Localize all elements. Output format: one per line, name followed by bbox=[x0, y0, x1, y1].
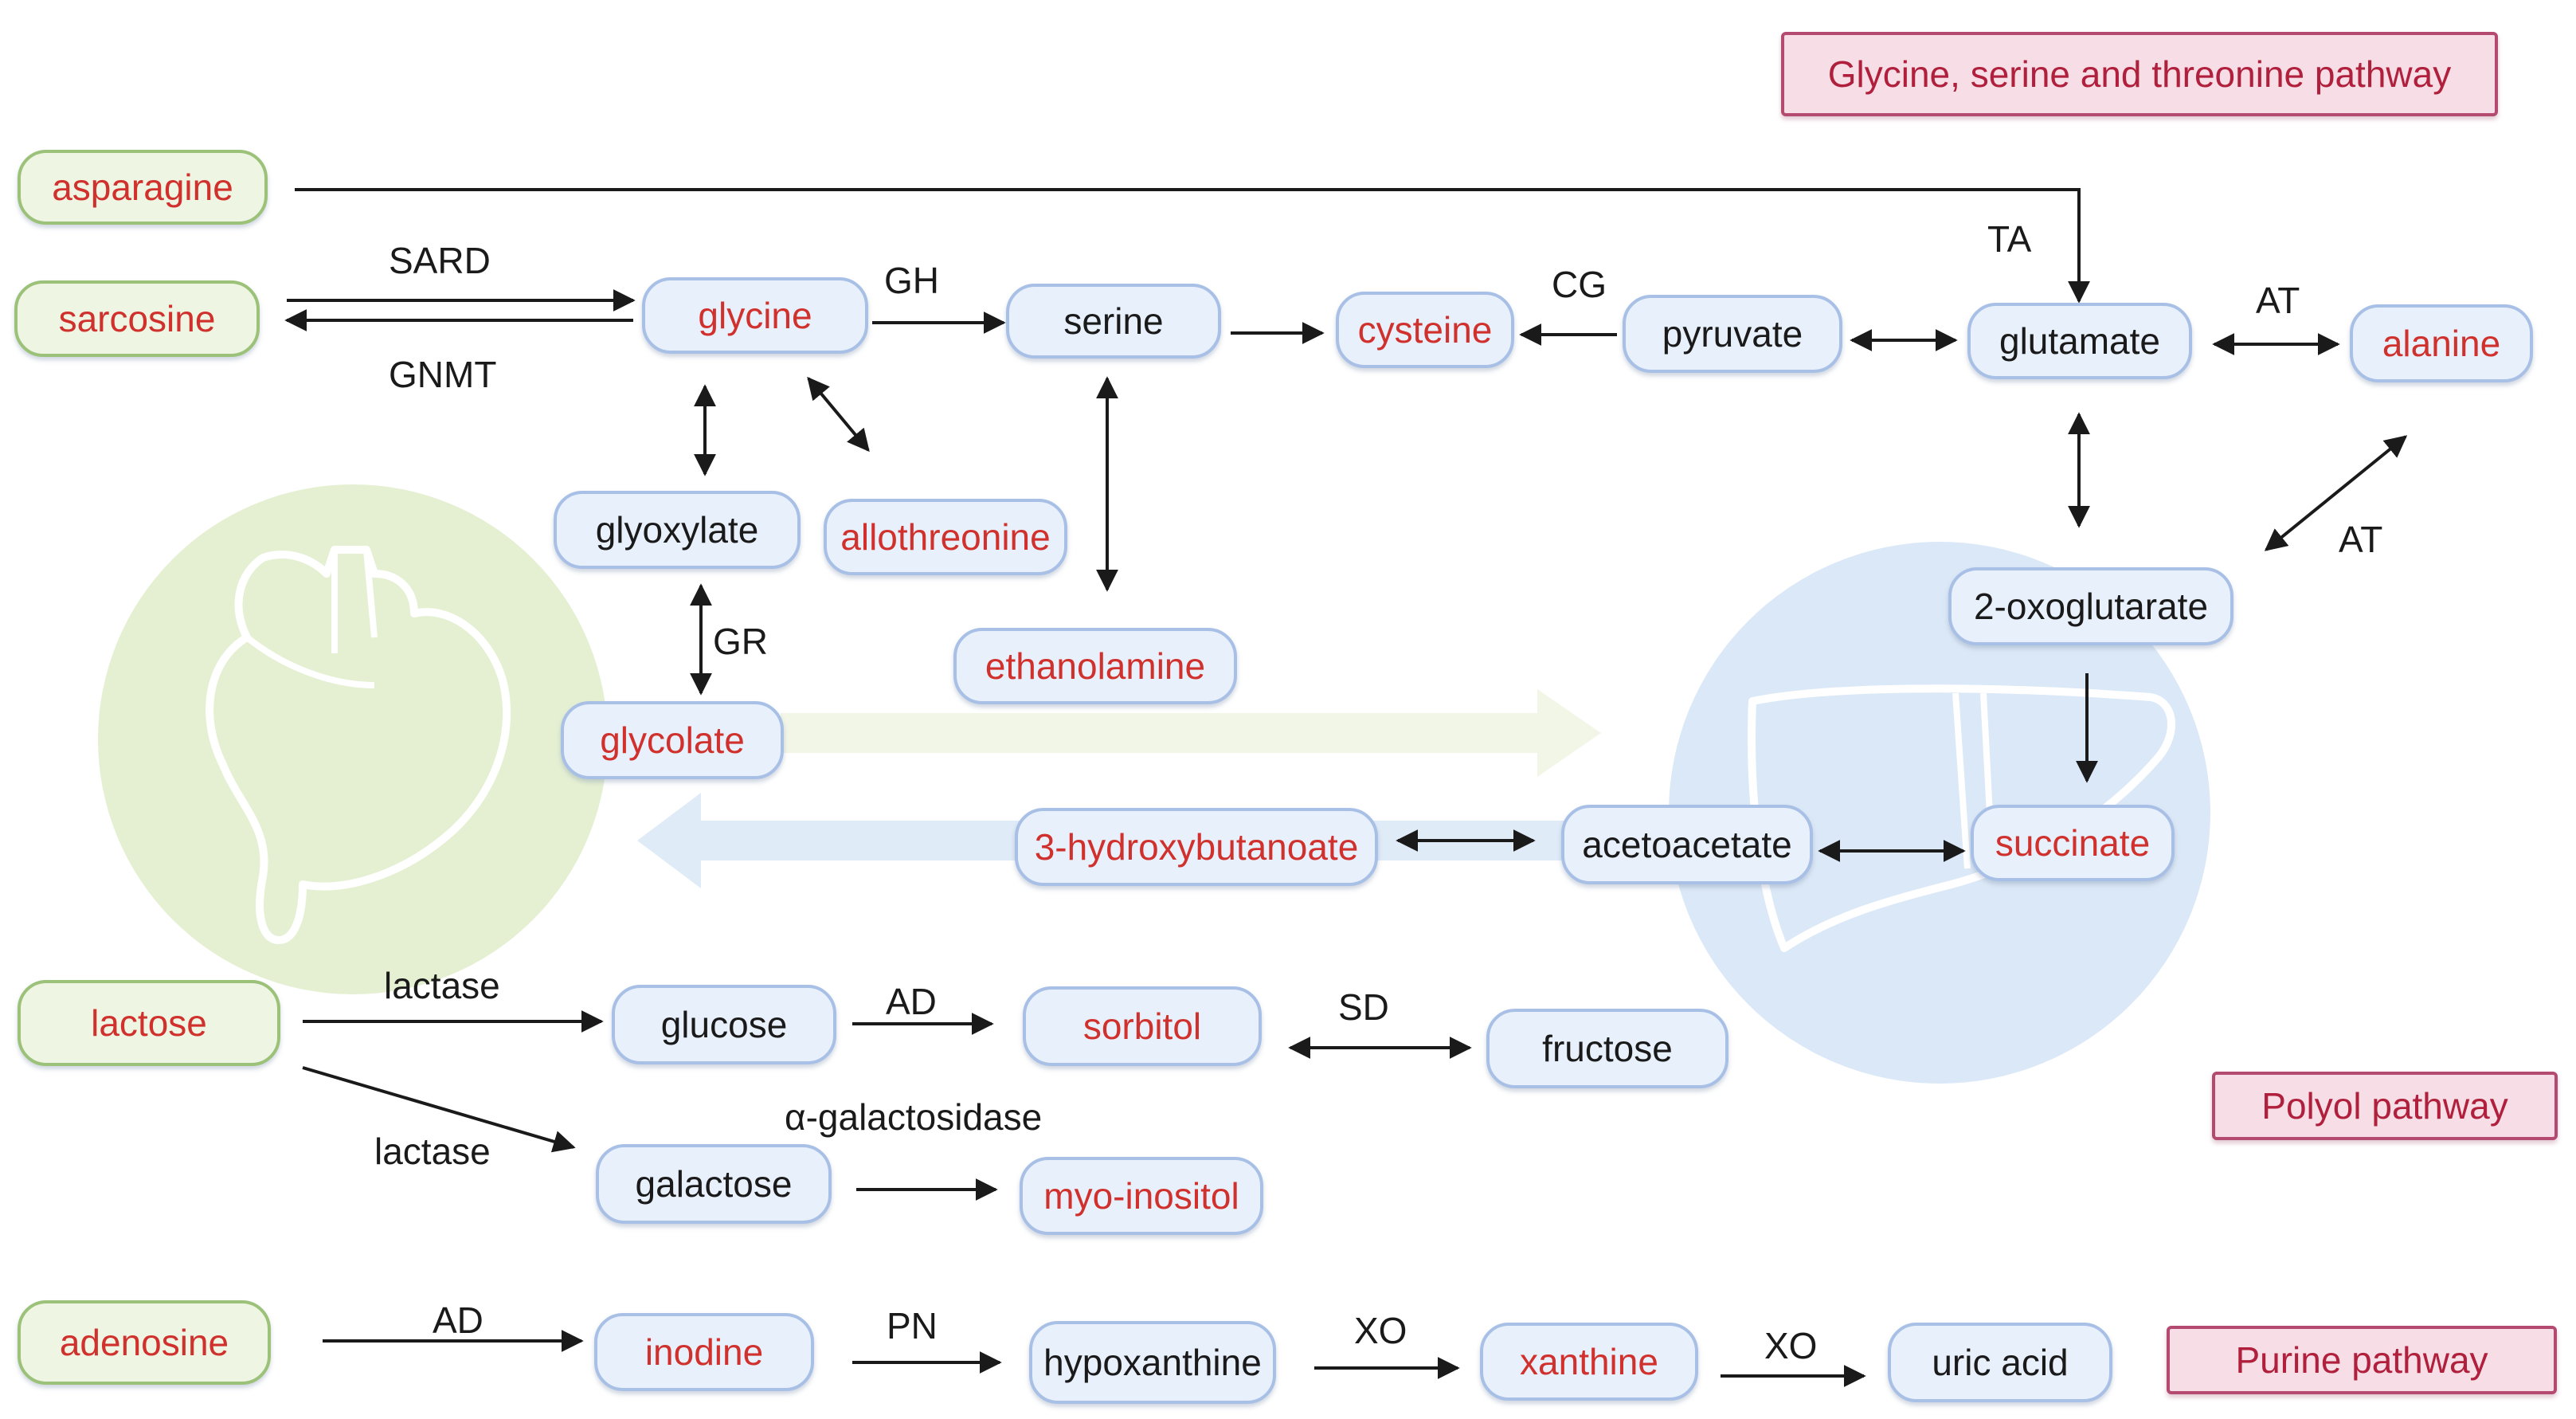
arrow-lactose-galactose bbox=[302, 1066, 576, 1153]
node-uric-acid: uric acid bbox=[1888, 1323, 2112, 1402]
pathway-tag-purine: Purine pathway bbox=[2167, 1326, 2557, 1394]
node-glucose: glucose bbox=[612, 985, 836, 1064]
enzyme-label-sd: SD bbox=[1338, 986, 1389, 1028]
node-3-hydroxybutanoate: 3-hydroxybutanoate bbox=[1015, 808, 1378, 886]
enzyme-label-at-diagonal: AT bbox=[2339, 519, 2383, 560]
node-cysteine: cysteine bbox=[1336, 292, 1514, 368]
enzyme-label-xo-xanthine: XO bbox=[1354, 1310, 1407, 1351]
node-glycolate: glycolate bbox=[561, 701, 784, 779]
heart-organ-icon bbox=[98, 484, 608, 994]
enzyme-label-ad-polyol: AD bbox=[886, 981, 937, 1022]
arrow-glycine-allothreonine bbox=[807, 376, 870, 453]
node-glyoxylate: glyoxylate bbox=[554, 491, 801, 569]
node-lactose: lactose bbox=[18, 980, 280, 1066]
node-serine: serine bbox=[1006, 284, 1221, 359]
enzyme-label-lactase-galactose: lactase bbox=[374, 1131, 491, 1172]
node-ethanolamine: ethanolamine bbox=[953, 628, 1237, 704]
node-fructose: fructose bbox=[1486, 1009, 1728, 1088]
node-pyruvate: pyruvate bbox=[1623, 295, 1842, 373]
node-hypoxanthine: hypoxanthine bbox=[1029, 1321, 1276, 1404]
node-inodine: inodine bbox=[594, 1313, 814, 1391]
enzyme-label-ad-purine: AD bbox=[433, 1299, 483, 1341]
node-glycine: glycine bbox=[642, 277, 868, 354]
arrow-asparagine-glutamate bbox=[295, 188, 2090, 304]
node-myo-inositol: myo-inositol bbox=[1020, 1157, 1263, 1235]
enzyme-label-gh: GH bbox=[884, 260, 939, 301]
enzyme-label-pn: PN bbox=[887, 1305, 938, 1346]
enzyme-label-gnmt: GNMT bbox=[389, 354, 497, 395]
pathway-tag-glycine-serine-threonine: Glycine, serine and threonine pathway bbox=[1781, 32, 2498, 116]
enzyme-label-cg: CG bbox=[1552, 264, 1607, 305]
node-galactose: galactose bbox=[596, 1144, 832, 1224]
node-2-oxoglutarate: 2-oxoglutarate bbox=[1948, 567, 2233, 645]
node-sarcosine: sarcosine bbox=[14, 280, 260, 357]
node-sorbitol: sorbitol bbox=[1023, 986, 1262, 1066]
arrow-alanine-oxoglutarate bbox=[2264, 435, 2408, 551]
enzyme-label-xo-uricacid: XO bbox=[1764, 1325, 1818, 1366]
node-succinate: succinate bbox=[1971, 805, 2175, 881]
node-allothreonine: allothreonine bbox=[824, 499, 1067, 575]
enzyme-label-gr: GR bbox=[713, 621, 768, 662]
node-adenosine: adenosine bbox=[18, 1300, 271, 1385]
enzyme-label-lactase-glucose: lactase bbox=[384, 965, 500, 1006]
pathway-tag-polyol: Polyol pathway bbox=[2212, 1072, 2558, 1140]
node-asparagine: asparagine bbox=[18, 150, 268, 225]
enzyme-label-at-top: AT bbox=[2256, 280, 2300, 321]
enzyme-label-ta: TA bbox=[1987, 218, 2032, 260]
node-glutamate: glutamate bbox=[1967, 303, 2192, 379]
enzyme-label-alpha-galactosidase: α-galactosidase bbox=[785, 1096, 1043, 1138]
node-xanthine: xanthine bbox=[1480, 1323, 1698, 1401]
node-alanine: alanine bbox=[2350, 304, 2533, 382]
heart-to-liver-flow-arrow bbox=[781, 689, 1601, 777]
enzyme-label-sard: SARD bbox=[389, 240, 491, 281]
node-acetoacetate: acetoacetate bbox=[1561, 805, 1813, 884]
